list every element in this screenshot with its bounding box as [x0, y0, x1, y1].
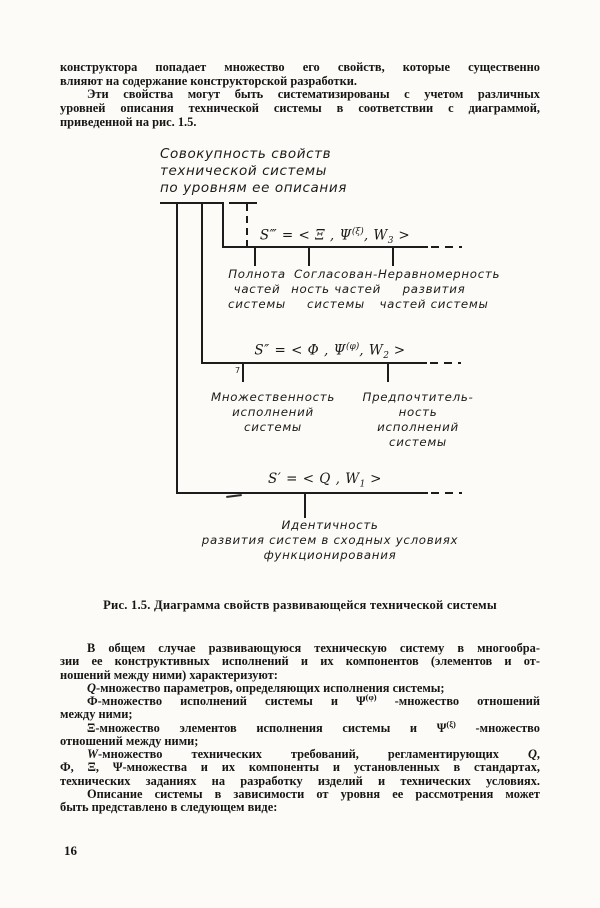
formula-s3-end: >	[393, 227, 411, 244]
scan-artifact-squiggle	[225, 494, 243, 498]
paragraph-line: Q-множество параметров, определяющих исп…	[60, 680, 540, 695]
paragraph-line: W-множество технических требований, регл…	[60, 747, 540, 761]
s2-property-multiplicity: Множественность исполнений системы	[211, 390, 335, 435]
paragraph-line: между ними;	[60, 707, 133, 722]
label-line: системы	[307, 297, 365, 311]
figure-heading-line: по уровням ее описания	[160, 180, 347, 196]
dashed-trunk	[246, 204, 248, 246]
formula-s3-subscript: 3	[387, 236, 394, 247]
trunk-to-s3	[222, 202, 224, 248]
line-text: Ф-множество исполнений системы и Ψ	[87, 694, 366, 708]
figure-caption: Рис. 1.5. Диаграмма свойств развивающейс…	[103, 598, 497, 612]
scan-artifact-mark: 7	[235, 366, 241, 375]
label-line: исполнений	[232, 405, 314, 419]
line-text: -множество параметров, определяющих испо…	[95, 680, 445, 695]
label-line: Согласован-	[294, 267, 378, 281]
symbol-q: Q	[87, 680, 96, 695]
s3-branch-line	[222, 246, 428, 248]
paragraph-line: Эти свойства могут быть систематизирован…	[87, 87, 540, 102]
paragraph-line: конструктора попадает множество его свой…	[60, 60, 540, 74]
s2-property-preference: Предпочтитель- ность исполнений системы	[358, 390, 478, 450]
s3-property-uneven-development: Неравномерность развития частей системы	[378, 267, 501, 312]
formula-s3-mid: , W	[363, 227, 388, 244]
s3-property-consistency: Согласован- ность частей системы	[288, 267, 384, 312]
figure-heading-line: технической системы	[160, 163, 327, 179]
label-line: частей	[233, 282, 281, 296]
label-line: функционирования	[263, 548, 397, 562]
s1-branch-line	[176, 492, 428, 494]
page-number: 16	[64, 843, 77, 858]
formula-s2-subscript: 2	[383, 351, 389, 362]
label-line: развития систем в сходных условиях	[201, 533, 459, 547]
symbol-q: Q	[527, 747, 537, 761]
paragraph-line: уровней описания технической системы в с…	[60, 101, 540, 116]
paragraph-line: приведенной на рис. 1.5.	[60, 114, 197, 129]
trunk-to-s2	[201, 202, 203, 364]
paragraph-line: Описание системы в зависимости от уровня…	[87, 786, 540, 801]
paragraph-line: зии ее конструктивных исполнений и их ко…	[60, 654, 540, 669]
symbol-w: W	[87, 747, 99, 761]
s3-tick-1	[254, 248, 256, 266]
figure-heading-line: Совокупность свойств	[160, 146, 332, 162]
s2-tick-1	[242, 364, 244, 382]
root-bar-left	[160, 202, 222, 204]
formula-s2-superscript: (φ)	[345, 342, 360, 352]
line-text: -множество технических требований, регла…	[98, 747, 528, 761]
paragraph-line: Ф, Ξ, Ψ-множества и их компоненты и уста…	[60, 760, 540, 775]
body-paragraphs: В общем случае развивающуюся техническую…	[60, 641, 540, 814]
label-line: системы	[389, 435, 447, 449]
label-line: частей системы	[379, 297, 489, 311]
paragraph-line: быть представлено в следующем виде:	[60, 800, 278, 814]
label-line: Неравномерность	[378, 267, 501, 281]
superscript-xi: (ξ)	[446, 718, 456, 729]
superscript-phi: (φ)	[365, 691, 377, 702]
formula-s2-mid: , W	[359, 342, 384, 359]
paragraph-line: отношений между ними;	[60, 733, 199, 748]
formula-s1-base: S′ = < Q , W	[268, 471, 360, 487]
label-line: системы	[244, 420, 302, 434]
s1-tick-1	[304, 494, 306, 518]
label-line: развития	[402, 282, 466, 296]
paragraph-line: ношений между ними) характеризуют:	[60, 667, 278, 682]
root-bar-right	[229, 202, 257, 204]
line-text: -множество отношений	[376, 694, 540, 708]
formula-s3-base: S‴ = < Ξ , Ψ	[259, 227, 352, 244]
label-line: Полнота	[228, 267, 286, 281]
label-line: системы	[228, 297, 286, 311]
formula-s1-end: >	[365, 471, 382, 487]
label-line: ность исполнений	[377, 405, 459, 434]
label-line: ность частей	[291, 282, 381, 296]
figure-heading: Совокупность свойств технической системы…	[160, 146, 347, 197]
paragraph-line: влияют на содержание конструкторской раз…	[60, 73, 357, 88]
s3-property-completeness: Полнота частей системы	[214, 267, 300, 312]
s3-tick-3	[392, 248, 394, 266]
formula-s2-base: S″ = < Φ , Ψ	[254, 342, 346, 359]
paragraph-line: Ξ-множество элементов исполнения системы…	[60, 719, 540, 735]
trunk-to-s1	[176, 202, 178, 494]
s2-branch-line-dashed-end	[430, 362, 461, 364]
line-text: -множество	[455, 720, 540, 735]
formula-s3: S‴ = < Ξ , Ψ(ξ), W3 >	[245, 227, 425, 246]
line-text: ,	[536, 747, 540, 761]
paragraph-line: Ф-множество исполнений системы и Ψ(φ) -м…	[60, 691, 540, 708]
s3-branch-line-dashed-end	[431, 246, 462, 248]
s2-branch-line	[201, 362, 427, 364]
formula-s1: S′ = < Q , W1 >	[235, 471, 415, 490]
label-line: Множественность	[211, 390, 336, 404]
s3-tick-2	[308, 248, 310, 266]
s1-property-identity: Идентичность развития систем в сходных у…	[196, 518, 464, 563]
line-text: Ξ-множество элементов исполнения системы…	[87, 720, 447, 735]
paragraph-line: технических заданиях на разработку издел…	[60, 773, 540, 788]
label-line: Предпочтитель-	[362, 390, 474, 404]
formula-s1-subscript: 1	[359, 479, 366, 490]
s1-branch-line-dashed-end	[431, 492, 462, 494]
paragraph-line: В общем случае развивающуюся техническую…	[87, 641, 540, 655]
formula-s3-superscript: (ξ)	[351, 227, 364, 237]
label-line: Идентичность	[281, 518, 379, 532]
s2-tick-2	[387, 364, 389, 382]
intro-paragraphs: конструктора попадает множество его свой…	[60, 60, 540, 130]
formula-s2-end: >	[389, 342, 406, 359]
formula-s2: S″ = < Φ , Ψ(φ), W2 >	[240, 342, 420, 361]
